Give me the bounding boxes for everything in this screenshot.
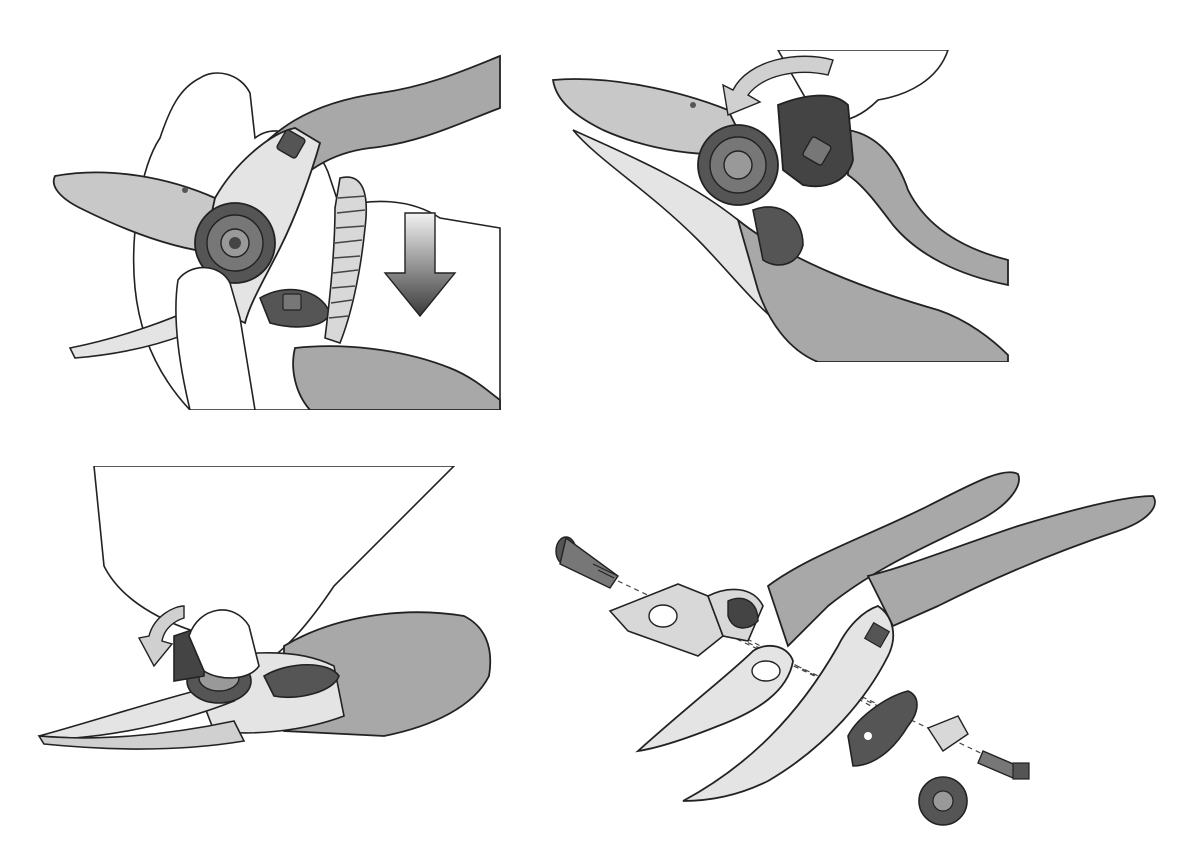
lower-handle — [292, 345, 501, 410]
rotate-arrow-icon — [722, 55, 834, 116]
finger — [188, 609, 260, 679]
gear-icon — [697, 124, 779, 206]
lower-handle — [736, 217, 1009, 362]
panel-step-1 — [40, 48, 502, 410]
removable-spring — [324, 176, 367, 344]
step-1-illustration — [52, 54, 501, 410]
lock-washer — [926, 715, 969, 752]
panel-step-3 — [34, 466, 502, 806]
gear-wheel — [918, 776, 968, 826]
rotate-arrow-icon — [137, 605, 185, 668]
arrow-down-icon — [383, 212, 457, 318]
lower-blade — [37, 720, 246, 750]
anvil-handle — [682, 605, 895, 802]
panel-step-2 — [548, 50, 1012, 362]
lock-plate — [847, 690, 918, 767]
screw-icon — [977, 750, 1030, 780]
bolt-icon — [276, 129, 306, 159]
bolt-icon — [555, 536, 619, 589]
upper-handle — [847, 128, 1009, 287]
bolt-icon — [802, 136, 832, 166]
panel-step-4 — [548, 466, 1163, 831]
gear-icon — [194, 202, 276, 284]
step-4-illustration — [555, 471, 1156, 826]
plate — [608, 583, 764, 657]
step-3-illustration — [37, 466, 492, 750]
lower-handle — [866, 495, 1156, 628]
step-2-illustration — [551, 50, 1009, 362]
thumb — [175, 266, 256, 410]
upper-handle — [766, 471, 1020, 648]
